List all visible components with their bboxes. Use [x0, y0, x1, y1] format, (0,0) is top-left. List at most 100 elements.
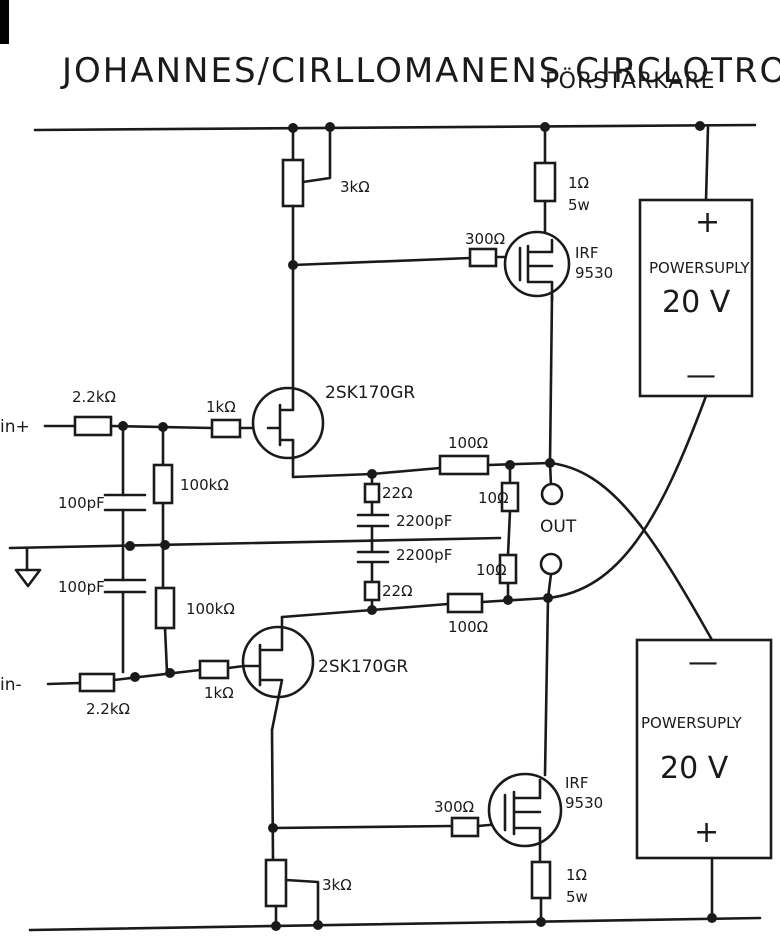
wire [548, 294, 554, 465]
label-mosfet-bot-num: 9530 [565, 794, 603, 812]
wire [704, 125, 710, 202]
ps-top-name: POWERSUPLY [649, 259, 750, 277]
node [536, 917, 546, 927]
label-mosfet-top: IRF [575, 244, 598, 262]
ground-symbol [14, 546, 42, 588]
label-1k-top: 1kΩ [206, 398, 236, 416]
resistor-100-bot [446, 592, 484, 614]
out-terminal-top [540, 482, 564, 506]
ps-top-volt: 20 V [662, 285, 731, 320]
label-300-bot: 300Ω [434, 798, 474, 816]
supply-top-to-bot-node [546, 394, 708, 600]
pot-resistor-top [281, 158, 305, 208]
resistor-2k2-bot [78, 672, 116, 693]
jfet-bot [241, 625, 315, 699]
label-2k2-top: 2.2kΩ [72, 388, 116, 406]
label-100pf-bot: 100pF [58, 578, 105, 596]
power-supply-bot [635, 638, 773, 860]
resistor-300-bot [450, 816, 480, 838]
resistor-2k2-top [73, 415, 113, 437]
pot-wiper-bot [284, 878, 320, 926]
label-1ohm-top: 1Ω [568, 174, 589, 192]
label-100k-bot: 100kΩ [186, 600, 235, 618]
mosfet-bot-symbol [503, 778, 542, 847]
pot-resistor-bot [264, 858, 288, 908]
resistor-22-bot [363, 580, 381, 602]
node [695, 121, 705, 131]
label-100k-top: 100kΩ [180, 476, 229, 494]
ps-bot-volt: 20 V [660, 751, 729, 786]
label-5w-bot: 5w [566, 888, 588, 906]
wire [270, 728, 275, 862]
wire [271, 824, 454, 830]
mosfet-bot [487, 772, 563, 848]
label-in-plus: in+ [0, 417, 30, 437]
resistor-100k-top [152, 463, 174, 505]
wire [291, 256, 472, 267]
label-in-minus: in- [0, 675, 22, 695]
scan-edge-mark [0, 0, 9, 44]
top-rail [33, 123, 757, 132]
label-jfet-bot: 2SK170GR [318, 657, 408, 677]
node [288, 123, 298, 133]
wire [46, 681, 82, 686]
node [540, 122, 550, 132]
resistor-1ohm-bot [530, 860, 552, 900]
label-300-top: 300Ω [465, 230, 505, 248]
bottom-rail [28, 916, 762, 932]
node [271, 921, 281, 931]
label-22-top: 22Ω [382, 484, 413, 502]
cap-100pf-top [103, 493, 147, 512]
label-pot-top: 3kΩ [340, 178, 370, 196]
wire [370, 466, 442, 476]
jfet-top-symbol [266, 388, 295, 462]
wire [163, 626, 169, 674]
label-out: OUT [540, 517, 577, 537]
label-10-bot: 10Ω [476, 561, 507, 579]
label-10-top: 10Ω [478, 489, 509, 507]
label-1ohm-bot: 1Ω [566, 866, 587, 884]
wire [226, 664, 246, 670]
label-pot-bot: 3kΩ [322, 876, 352, 894]
resistor-22-top [363, 482, 381, 504]
pot-wiper-top [301, 126, 332, 184]
label-2k2-bot: 2.2kΩ [86, 700, 130, 718]
jfet-bot-symbol [242, 615, 284, 732]
cap-2200-top [356, 500, 390, 543]
node [130, 672, 140, 682]
ps-top-plus: + [695, 205, 720, 240]
wire [486, 461, 552, 467]
supply-bot-to-top-node [548, 461, 714, 642]
ps-bot-minus: — [688, 645, 718, 680]
label-1k-bot: 1kΩ [204, 684, 234, 702]
wire [548, 461, 553, 487]
label-2200-bot: 2200pF [396, 546, 452, 564]
jfet-top [251, 386, 325, 460]
cap-100pf-bot [103, 578, 147, 594]
wire [543, 596, 550, 777]
label-100pf-top: 100pF [58, 494, 105, 512]
mosfet-top [503, 230, 571, 298]
node [125, 541, 135, 551]
resistor-1k-bot [198, 659, 230, 680]
label-100-bot: 100Ω [448, 618, 488, 636]
out-terminal-bot [539, 552, 563, 576]
label-mosfet-bot: IRF [565, 774, 588, 792]
label-5w-top: 5w [568, 196, 590, 214]
node [313, 920, 323, 930]
wire [280, 602, 450, 619]
resistor-1ohm-top [533, 161, 557, 203]
label-100-top: 100Ω [448, 434, 488, 452]
label-22-bot: 22Ω [382, 582, 413, 600]
power-supply-top [638, 198, 754, 398]
ps-top-minus: — [686, 358, 716, 393]
wire [506, 509, 512, 557]
resistor-100k-bot [154, 586, 176, 630]
wire [480, 596, 550, 604]
label-mosfet-top-num: 9530 [575, 264, 613, 282]
node [160, 540, 170, 550]
wire [112, 668, 202, 682]
label-jfet-top: 2SK170GR [325, 383, 415, 403]
node [165, 668, 175, 678]
